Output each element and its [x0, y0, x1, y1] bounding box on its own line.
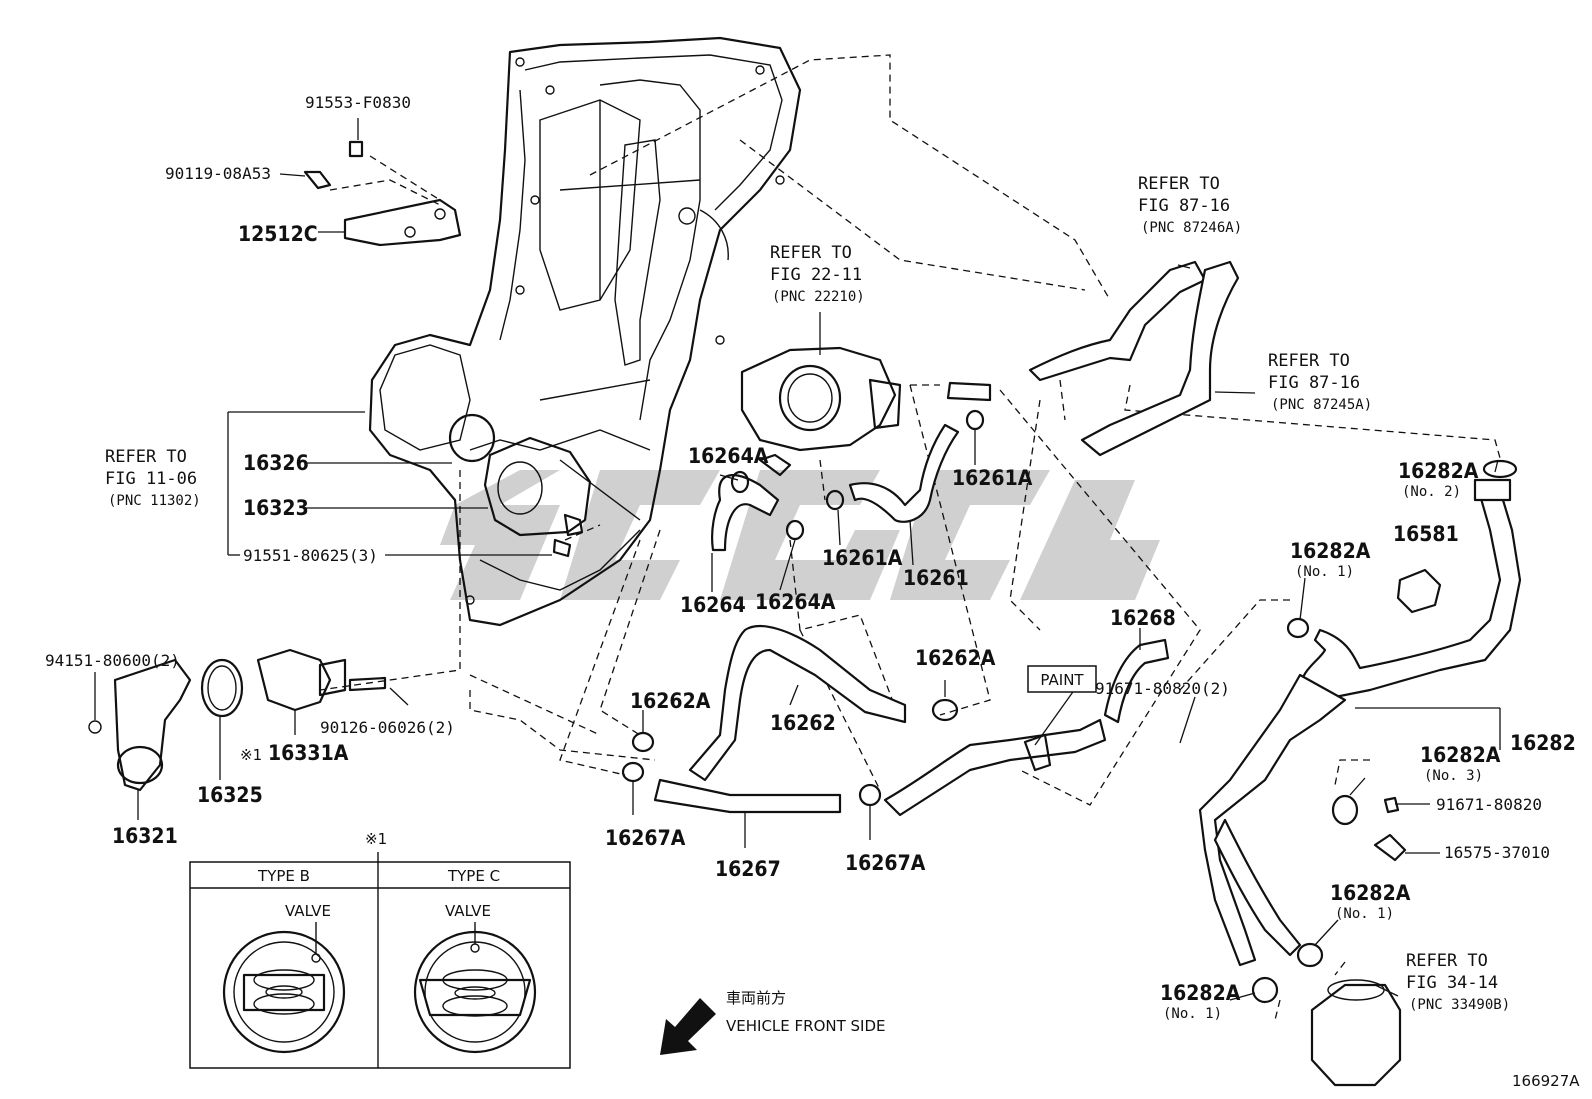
label-91551-80625: 91551-80625(3)	[243, 546, 378, 565]
label-16581: 16581	[1393, 522, 1459, 546]
label-16264a-lower: 16264A	[755, 590, 836, 614]
vehicle-front-indicator: 車両前方 VEHICLE FRONT SIDE	[660, 989, 886, 1055]
front-label-en: VEHICLE FRONT SIDE	[726, 1017, 886, 1035]
label-16264: 16264	[680, 593, 746, 617]
ref-87-16a-line1: REFER TO	[1138, 174, 1220, 194]
label-16326: 16326	[243, 451, 309, 475]
reference-dashed-lines	[319, 54, 1501, 1021]
label-16575-37010: 16575-37010	[1444, 843, 1550, 862]
table-mark-1: ※1	[365, 830, 387, 848]
paint-label: PAINT	[1040, 671, 1084, 689]
front-arrow-icon	[660, 998, 716, 1055]
thermostat-type-table: ※1 TYPE B TYPE C VALVE VALVE	[189, 830, 571, 1069]
label-16261a-left: 16261A	[822, 546, 903, 570]
label-no1-bottom: (No. 1)	[1163, 1006, 1222, 1022]
ref-87-16b-line3: (PNC 87245A)	[1271, 397, 1372, 413]
label-16267: 16267	[715, 857, 781, 881]
label-16331a: 16331A	[268, 741, 349, 765]
type-c-thermostat-icon	[413, 922, 537, 1054]
ref-22-11-line3: (PNC 22210)	[772, 289, 865, 305]
ref-34-14-line1: REFER TO	[1406, 951, 1488, 971]
label-16282a-no1-mid: 16282A	[1330, 881, 1411, 905]
water-outlet-housing	[448, 413, 592, 558]
label-91553-f0830: 91553-F0830	[305, 93, 411, 112]
timing-chain-cover	[368, 36, 802, 627]
paint-bracket	[1023, 733, 1052, 772]
label-16262a-right: 16262A	[915, 646, 996, 670]
label-16267a-right: 16267A	[845, 851, 926, 875]
label-no3: (No. 3)	[1424, 768, 1483, 784]
label-12512c: 12512C	[238, 222, 318, 246]
valve-c-label: VALVE	[445, 902, 491, 920]
ref-11-06-line3: (PNC 11302)	[108, 493, 201, 509]
label-16282a-no1-bottom: 16282A	[1160, 981, 1241, 1005]
label-16282a-no1-top: 16282A	[1290, 539, 1371, 563]
leader-lines	[94, 118, 1501, 1001]
label-16262: 16262	[770, 711, 836, 735]
label-16268: 16268	[1110, 606, 1176, 630]
ref-87-16a-line3: (PNC 87246A)	[1141, 220, 1242, 236]
ref-22-11-line1: REFER TO	[770, 243, 852, 263]
label-16264a-upper: 16264A	[688, 444, 769, 468]
label-16282a-no2: 16282A	[1398, 459, 1479, 483]
ref-22-11-line2: FIG 22-11	[770, 265, 862, 285]
ref-87-16a-line2: FIG 87-16	[1138, 196, 1230, 216]
label-16282: 16282	[1510, 731, 1576, 755]
ref-11-06-line1: REFER TO	[105, 447, 187, 467]
label-94151-80600: 94151-80600(2)	[45, 651, 180, 670]
part-labels: 91553-F0830 90119-08A53 12512C 16326 163…	[45, 93, 1576, 1022]
label-16261: 16261	[903, 566, 969, 590]
throttle-body	[740, 346, 902, 477]
valve-b-label: VALVE	[285, 902, 331, 920]
label-no2: (No. 2)	[1402, 484, 1461, 500]
label-90119-08a53: 90119-08A53	[165, 164, 271, 183]
label-16262a-left: 16262A	[630, 689, 711, 713]
canister-33490b	[1310, 979, 1402, 1087]
label-16325: 16325	[197, 783, 263, 807]
watermark-logo	[440, 470, 1160, 600]
label-mark-1-near-thermostat: ※1	[240, 746, 262, 764]
thermostat-group	[88, 648, 387, 792]
label-16323: 16323	[243, 496, 309, 520]
type-b-header: TYPE B	[257, 867, 310, 885]
diagram-id: 166927A	[1512, 1072, 1580, 1090]
hoses	[653, 260, 1522, 967]
label-16261a-right: 16261A	[952, 466, 1033, 490]
bracket-12512c	[303, 140, 462, 247]
reference-callouts: REFER TO FIG 11-06 (PNC 11302) REFER TO …	[105, 174, 1510, 1013]
ref-34-14-line2: FIG 34-14	[1406, 973, 1498, 993]
type-b-thermostat-icon	[222, 922, 346, 1054]
ref-11-06-line2: FIG 11-06	[105, 469, 197, 489]
label-90126-06026: 90126-06026(2)	[320, 718, 455, 737]
label-91671-80820: 91671-80820	[1436, 795, 1542, 814]
paint-note: PAINT	[1027, 665, 1097, 693]
label-no1-mid: (No. 1)	[1335, 906, 1394, 922]
ref-87-16b-line1: REFER TO	[1268, 351, 1350, 371]
hose-clamps	[621, 409, 1518, 1004]
type-c-header: TYPE C	[447, 867, 500, 885]
label-16267a-left: 16267A	[605, 826, 686, 850]
label-no1-top: (No. 1)	[1295, 564, 1354, 580]
front-label-jp: 車両前方	[726, 989, 786, 1007]
label-16282a-no3: 16282A	[1420, 743, 1501, 767]
label-91671-80820-x2: 91671-80820(2)	[1095, 679, 1230, 698]
ref-34-14-line3: (PNC 33490B)	[1409, 997, 1510, 1013]
label-16321: 16321	[112, 824, 178, 848]
ref-87-16b-line2: FIG 87-16	[1268, 373, 1360, 393]
